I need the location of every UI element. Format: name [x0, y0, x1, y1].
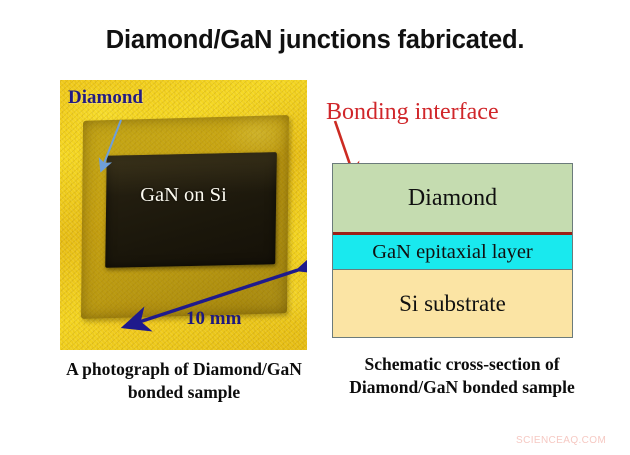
layer-gan-label: GaN epitaxial layer [372, 240, 533, 263]
bonding-interface-line [333, 232, 572, 235]
layer-si-label: Si substrate [399, 290, 506, 316]
layer-si-substrate: Si substrate [333, 270, 572, 337]
photo-annotation-layer [98, 119, 307, 332]
layer-diamond-label: Diamond [407, 184, 498, 211]
scale-annotation-label: 10 mm [186, 308, 242, 329]
scale-arrow [120, 249, 307, 332]
watermark: SCIENCEAQ.COM [516, 435, 607, 446]
bonding-interface-label: Bonding interface [326, 99, 499, 125]
layer-diamond: Diamond [333, 164, 572, 232]
page-title: Diamond/GaN junctions fabricated. [105, 26, 525, 54]
cross-section-diagram: Diamond GaN epitaxial layer Si substrate [332, 163, 573, 338]
layer-gan-epitaxial: GaN epitaxial layer [333, 235, 572, 270]
diamond-annotation-label: Diamond [68, 87, 143, 108]
diamond-pointer-arrow [98, 119, 122, 173]
sample-photograph: Diamond GaN on Si 10 mm [60, 80, 307, 350]
caption-photograph: A photograph of Diamond/GaN bonded sampl… [66, 359, 302, 402]
caption-schematic: Schematic cross-section of Diamond/GaN b… [349, 354, 575, 397]
chip-annotation-label: GaN on Si [140, 184, 227, 206]
